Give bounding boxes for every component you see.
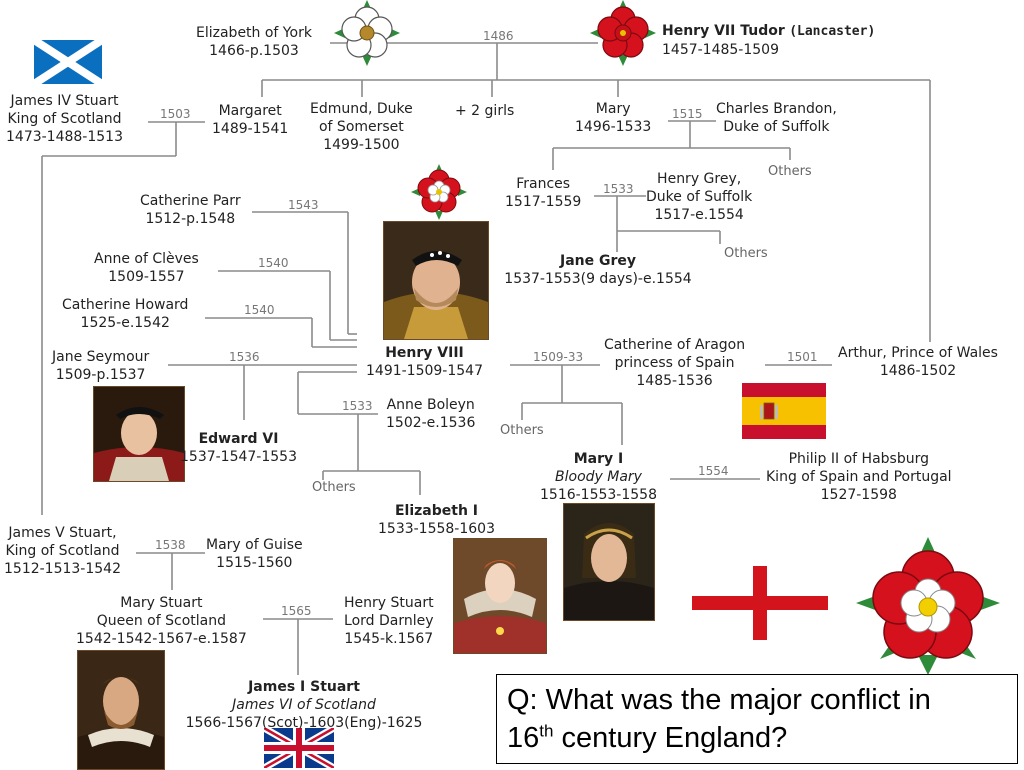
james-i-portrait (77, 650, 165, 770)
marriage-year-1515: 1515 (672, 107, 703, 121)
question-box: Q: What was the major conflict in 16th c… (496, 674, 1018, 764)
uk-flag-icon (264, 728, 334, 768)
others-label: Others (768, 164, 812, 179)
question-line-1: Q: What was the major conflict in (507, 684, 931, 716)
marriage-year-1533b: 1533 (342, 399, 373, 413)
mary-i-portrait (563, 503, 655, 621)
scotland-flag-icon (34, 40, 102, 84)
marriage-year-1503: 1503 (160, 107, 191, 121)
elizabeth-i-portrait (453, 538, 547, 654)
tudor-rose-small-icon (411, 164, 467, 220)
henry-viii-portrait (383, 221, 489, 340)
marriage-year-1536: 1536 (229, 350, 260, 364)
england-flag-icon (692, 566, 828, 640)
marriage-year-1554: 1554 (698, 464, 729, 478)
person-plus-2-girls: + 2 girls (455, 103, 515, 119)
marriage-year-1540b: 1540 (244, 303, 275, 317)
york-white-rose-icon (334, 0, 400, 66)
marriage-year-1501: 1501 (787, 350, 818, 364)
others-label: Others (724, 246, 768, 261)
marriage-year-1565: 1565 (281, 604, 312, 618)
question-line-2: 16th century England? (507, 721, 788, 754)
marriage-year-1538: 1538 (155, 538, 186, 552)
marriage-year-1543: 1543 (288, 198, 319, 212)
marriage-year-1509: 1509-33 (533, 350, 583, 364)
others-label: Others (312, 480, 356, 495)
person-charles-brandon: Charles Brandon,Duke of Suffolk (716, 101, 837, 135)
tudor-rose-large-icon (856, 537, 1000, 675)
others-label: Others (500, 423, 544, 438)
marriage-year-1533a: 1533 (603, 182, 634, 196)
marriage-year-1540a: 1540 (258, 256, 289, 270)
spain-flag-icon (742, 383, 826, 439)
marriage-year-1486: 1486 (483, 29, 514, 43)
lancaster-red-rose-icon (590, 0, 656, 66)
edward-vi-portrait (93, 386, 185, 482)
person-henry-vii: Henry VII Tudor (Lancaster) 1457-1485-15… (662, 23, 876, 58)
